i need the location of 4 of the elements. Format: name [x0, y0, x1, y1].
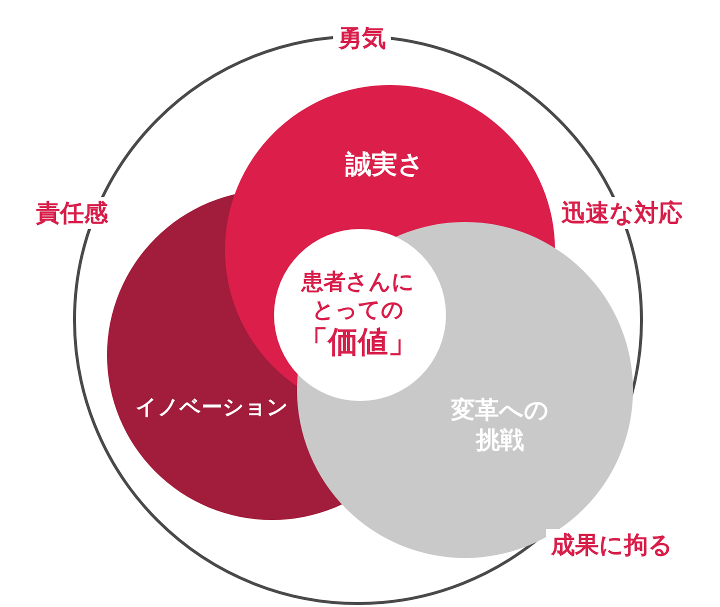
node-label: イノベーション: [134, 394, 290, 420]
node-label: 「価値」: [298, 324, 418, 362]
node-label: 患者さんにとっての: [300, 268, 416, 324]
node-label: 誠実さ: [344, 148, 426, 182]
